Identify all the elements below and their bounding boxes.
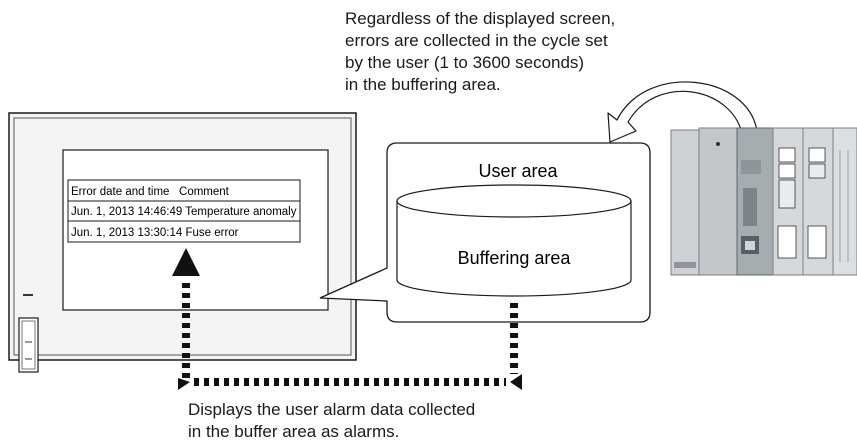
user-area-label: User area [478, 161, 558, 181]
memory-bubble: User area Buffering area [319, 142, 651, 323]
arrow-up-head [172, 248, 200, 276]
alarm-table-header: Error date and time Comment [71, 186, 230, 198]
collection-arrow [607, 81, 758, 143]
display-note: Displays the user alarm data collected i… [188, 399, 475, 443]
alarm-row-2: Jun. 1, 2013 13:30:14 Fuse error [71, 227, 239, 239]
collection-note-line-1: Regardless of the displayed screen, [345, 9, 616, 28]
side-switch [18, 317, 39, 373]
alarm-table: Error date and time Comment Jun. 1, 2013… [67, 179, 301, 243]
collection-note-line-3: by the user (1 to 3600 seconds) [345, 53, 585, 72]
data-flow-path [172, 248, 522, 390]
buffering-cylinder [396, 184, 632, 297]
plc-io-module-3 [832, 127, 857, 276]
side-switch-inner [21, 320, 36, 370]
flow-corner-right [510, 374, 522, 390]
buffering-area-label: Buffering area [458, 248, 572, 268]
display-note-line-2: in the buffer area as alarms. [188, 422, 400, 441]
collection-note-line-2: errors are collected in the cycle set [345, 31, 608, 50]
alarm-row-1: Jun. 1, 2013 14:46:49 Temperature anomal… [71, 206, 297, 218]
display-note-line-1: Displays the user alarm data collected [188, 400, 476, 419]
flow-corner-left [178, 378, 190, 390]
collection-note-line-4: in the buffering area. [345, 75, 501, 94]
collection-note: Regardless of the displayed screen, erro… [345, 8, 615, 96]
plc-unit [670, 127, 857, 276]
